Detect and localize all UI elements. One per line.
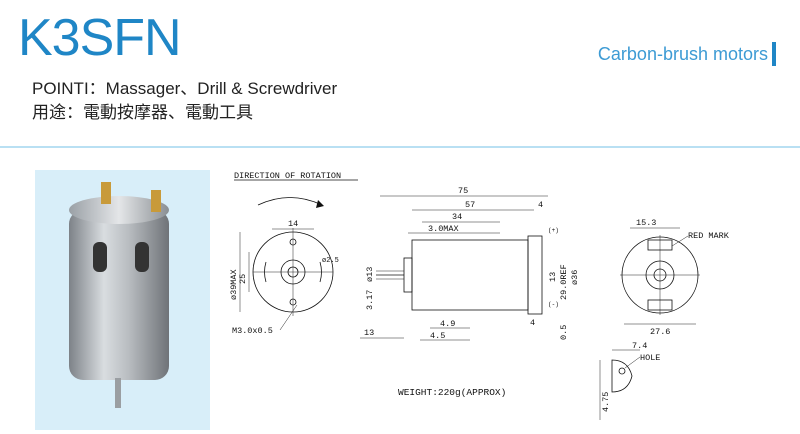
side-dim-13: 13 (364, 328, 374, 338)
side-dim-29ref: 29.0REF (559, 264, 569, 300)
front-dim-39max: ø39MAX (229, 269, 239, 300)
motor-photo (35, 170, 210, 430)
side-minus-mark: (-) (548, 301, 559, 308)
direction-label: DIRECTION OF ROTATION (234, 171, 341, 181)
vent-right-shape (135, 242, 149, 272)
header-divider (0, 146, 800, 148)
terminal-right-shape (151, 190, 161, 212)
side-dim-05: 0.5 (559, 325, 569, 340)
category-label: Carbon-brush motors (597, 44, 768, 64)
front-screw-label: M3.0x0.5 (232, 326, 273, 336)
front-dim-14: 14 (288, 219, 298, 229)
application-chinese: 用途：電動按摩器、電動工具 (32, 103, 253, 122)
rear-view: 15.3 RED MARK 27.6 (620, 218, 730, 337)
side-dim-49: 4.9 (440, 319, 455, 329)
terminal-view: 7.4 HOLE 4.75 (599, 341, 660, 420)
side-dim-3max: 3.0MAX (428, 224, 459, 234)
rear-dim-153: 15.3 (636, 218, 656, 228)
model-title: K3SFN (18, 9, 182, 67)
rotation-arrow (257, 197, 323, 206)
motor-end-cap-shape (69, 196, 169, 224)
side-dim-13b: 13 (548, 272, 558, 282)
vent-left-shape (93, 242, 107, 272)
terminal-hole-label: HOLE (640, 353, 660, 363)
terminal-dim-74: 7.4 (632, 341, 647, 351)
rear-dim-276: 27.6 (650, 327, 670, 337)
side-dim-36: ø36 (570, 270, 580, 285)
side-view: 75 57 4 34 3.0MAX ø13 3.17 13 4.9 4.5 4 … (360, 186, 580, 341)
category-accent-bar (772, 42, 776, 66)
rear-red-mark-label: RED MARK (688, 231, 730, 241)
side-dim-45: 4.5 (430, 331, 445, 341)
side-dim-4a: 4 (538, 200, 543, 210)
side-dim-317: 3.17 (365, 290, 375, 310)
side-dim-4b: 4 (530, 318, 535, 328)
terminal-left-shape (101, 182, 111, 204)
side-dim-57: 57 (465, 200, 475, 210)
side-dim-75: 75 (458, 186, 468, 196)
application-english: POINTI：Massager、Drill & Screwdriver (32, 79, 338, 98)
terminal-dim-475: 4.75 (601, 392, 611, 412)
side-dim-13dia: ø13 (365, 267, 375, 282)
front-dim-25: 25 (238, 274, 248, 284)
front-dim-dia25: ø2.5 (322, 257, 339, 265)
front-view: 14 ø2.5 ø39MAX 25 M3.0x0.5 (229, 219, 339, 336)
side-dim-34: 34 (452, 212, 462, 222)
weight-label: WEIGHT:220g(APPROX) (398, 387, 506, 398)
side-plus-mark: (+) (548, 227, 559, 234)
shaft-shape (115, 378, 121, 408)
